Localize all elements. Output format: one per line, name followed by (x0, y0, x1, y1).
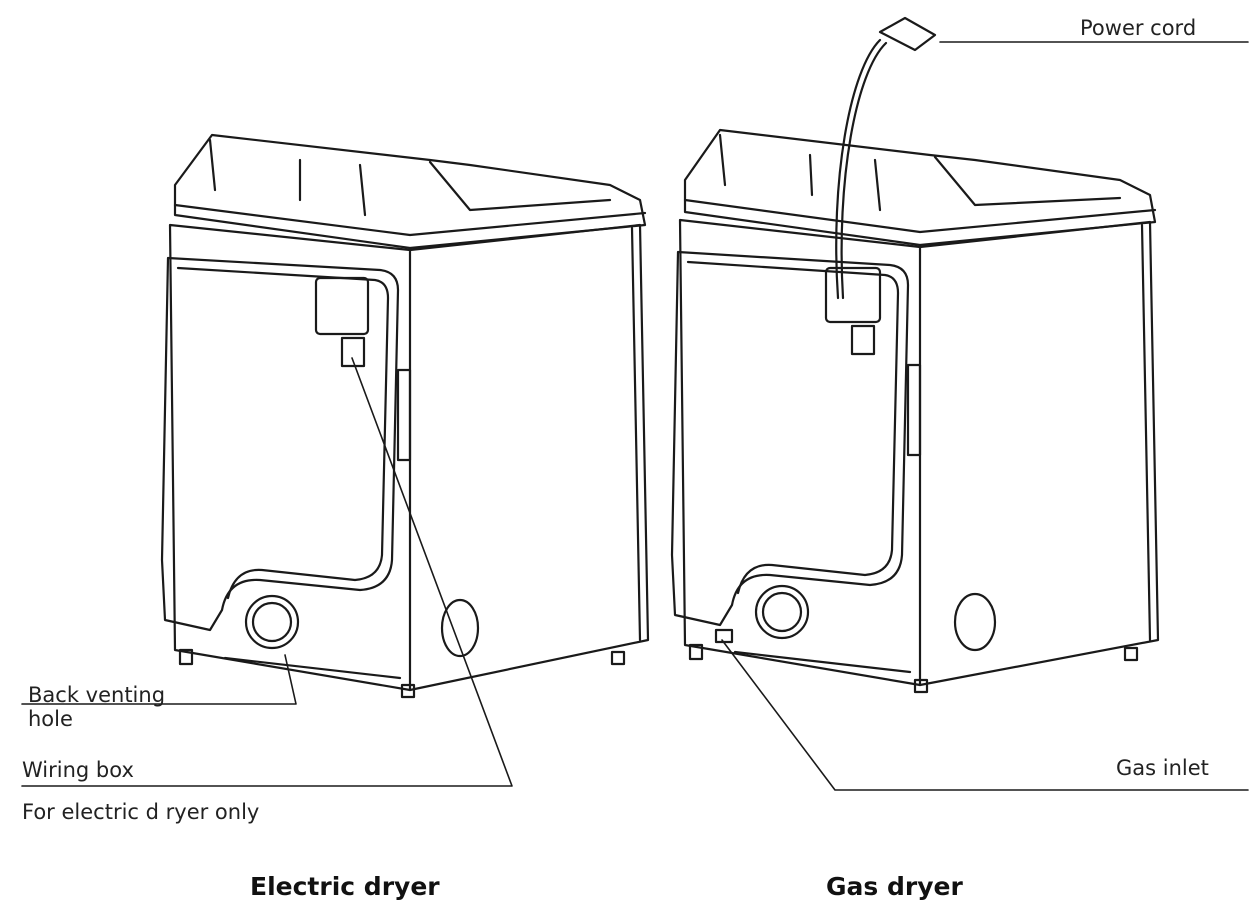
electric-dryer-caption: Electric dryer (250, 872, 440, 901)
electric-dryer-illustration (160, 133, 650, 699)
wiring-box-label: Wiring box (22, 758, 134, 782)
back-venting-label-line2: hole (28, 707, 73, 731)
leader-lines (21, 41, 1249, 791)
gas-inlet-label: Gas inlet (1116, 756, 1209, 780)
power-cord-label: Power cord (1080, 16, 1197, 40)
gas-dryer-caption: Gas dryer (826, 872, 963, 901)
electric-only-note: For electric d ryer only (22, 800, 260, 824)
gas-dryer-illustration (670, 16, 1160, 694)
back-venting-label: Back venting (28, 683, 166, 707)
